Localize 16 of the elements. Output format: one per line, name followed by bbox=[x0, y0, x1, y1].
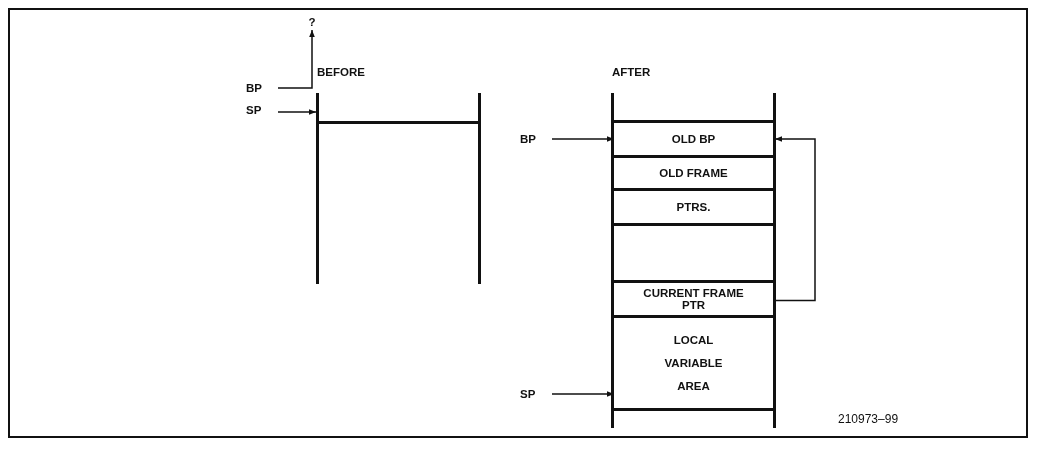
stack-cell bbox=[614, 120, 773, 158]
stack-heading: AFTER bbox=[612, 66, 651, 78]
cell-text: PTRS. bbox=[676, 200, 711, 214]
stack-heading: BEFORE bbox=[317, 66, 365, 78]
cell-text: LOCAL VARIABLE AREA bbox=[663, 332, 724, 394]
cell-text: OLD FRAME bbox=[659, 166, 728, 180]
cell-text: OLD BP bbox=[671, 132, 716, 146]
pointer-label: SP bbox=[246, 104, 263, 116]
figure-number: 210973–99 bbox=[838, 412, 899, 426]
pointer-label: BP bbox=[520, 133, 537, 145]
arrow bbox=[277, 109, 317, 115]
arrow bbox=[277, 29, 315, 89]
pointer-label: SP bbox=[520, 388, 537, 400]
cell-text: CURRENT FRAME PTR bbox=[642, 286, 745, 312]
question-mark-label: ? bbox=[307, 16, 317, 28]
pointer-label: BP bbox=[246, 82, 263, 94]
